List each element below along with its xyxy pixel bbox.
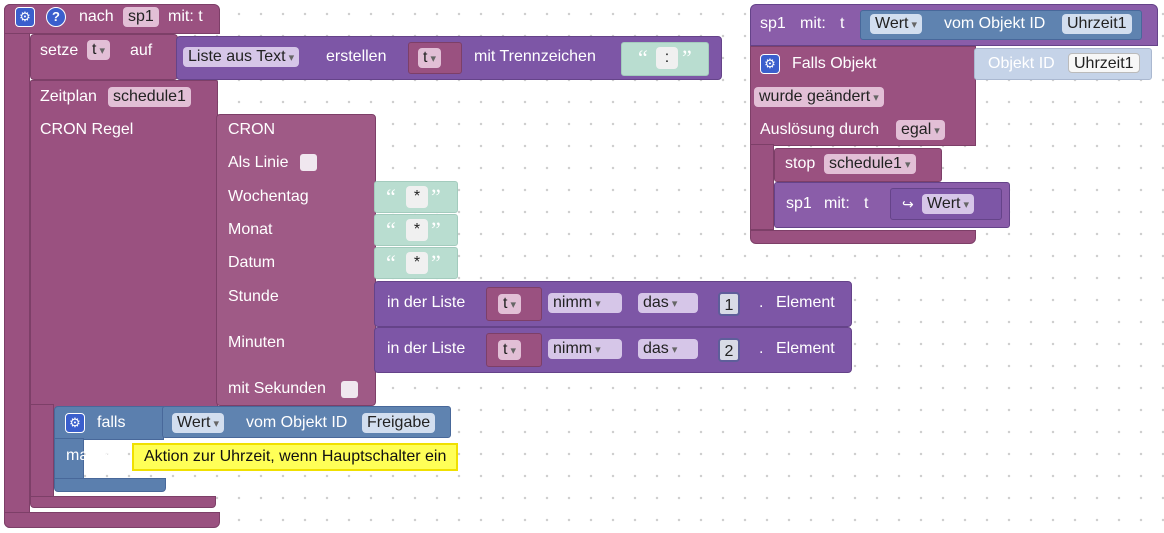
object-id-field[interactable]: Uhrzeit1 (1068, 53, 1140, 73)
t-variable-dropdown[interactable]: t (498, 294, 522, 314)
close-quote-icon: ” (431, 217, 441, 242)
t-variable-dropdown[interactable]: t (418, 48, 442, 68)
procedure-header[interactable] (4, 4, 220, 34)
do-label: mache (66, 447, 115, 464)
procedure-bottom-cap (4, 512, 220, 528)
if-block-bottom (54, 478, 166, 492)
help-icon[interactable]: ? (46, 7, 66, 27)
element-label: Element (776, 340, 835, 357)
the-dropdown[interactable]: das (638, 293, 698, 313)
take-dropdown[interactable]: nimm (548, 293, 622, 313)
month-label: Monat (228, 221, 273, 238)
dot-label: . (759, 340, 764, 357)
schedule-block[interactable] (30, 80, 218, 410)
procedure-prefix: nach (79, 8, 114, 25)
trigger-by-dropdown[interactable]: egal (896, 120, 945, 140)
object-id-label: Objekt ID (988, 55, 1055, 72)
call-name: sp1 (786, 195, 812, 212)
call-with: mit: (824, 195, 850, 212)
with-seconds-label: mit Sekunden (228, 380, 326, 397)
list-from-text-dropdown[interactable]: Liste aus Text (183, 47, 300, 67)
set-label: setze (40, 42, 79, 59)
close-quote-icon: ” (431, 250, 441, 275)
set-to-label: auf (130, 42, 153, 59)
object-id-label: vom Objekt ID (944, 15, 1046, 32)
create-label: erstellen (326, 48, 387, 65)
month-value[interactable]: * (406, 219, 428, 241)
open-quote-icon: “ (386, 250, 396, 275)
procedure-frame (4, 4, 30, 528)
close-quote-icon: ” (431, 184, 441, 209)
as-line-label: Als Linie (228, 154, 289, 171)
value-dropdown[interactable]: Wert (922, 194, 975, 214)
call-with: mit: (800, 15, 826, 32)
call-name: sp1 (760, 15, 786, 32)
changed-dropdown[interactable]: wurde geändert (754, 87, 884, 107)
element-label: Element (776, 294, 835, 311)
gear-icon[interactable]: ⚙ (65, 413, 85, 433)
schedule-name-field[interactable]: schedule1 (108, 87, 191, 107)
delimiter-value[interactable]: : (656, 47, 678, 69)
schedule-bottom (30, 496, 216, 508)
in-list-label: in der Liste (387, 294, 466, 311)
open-quote-icon: “ (638, 45, 648, 70)
date-value[interactable]: * (406, 252, 428, 274)
cron-title: CRON (228, 121, 276, 138)
open-quote-icon: “ (386, 217, 396, 242)
weekday-label: Wochentag (228, 188, 309, 205)
index-field[interactable]: 2 (718, 338, 740, 362)
the-dropdown[interactable]: das (638, 339, 698, 359)
index-field[interactable]: 1 (718, 292, 740, 316)
procedure-params: mit: t (168, 8, 203, 25)
call-param: t (864, 195, 869, 212)
object-id-label: vom Objekt ID (246, 414, 348, 431)
date-label: Datum (228, 254, 276, 271)
gear-icon[interactable]: ⚙ (15, 7, 35, 27)
procedure-name-field[interactable]: sp1 (123, 7, 159, 27)
trigger-label: Falls Objekt (792, 55, 877, 72)
return-arrow-icon: ↪ (902, 196, 914, 212)
if-label: falls (97, 414, 126, 431)
gear-icon[interactable]: ⚙ (760, 54, 780, 74)
value-dropdown[interactable]: Wert (172, 413, 225, 433)
trigger-by-label: Auslösung durch (760, 121, 880, 138)
schedule-label: Zeitplan (40, 88, 97, 105)
cron-block[interactable] (216, 114, 376, 406)
trigger-bottom (750, 230, 976, 244)
weekday-value[interactable]: * (406, 186, 428, 208)
comment-block[interactable]: Aktion zur Uhrzeit, wenn Hauptschalter e… (132, 443, 459, 471)
object-id-field[interactable]: Freigabe (362, 413, 436, 433)
call-param: t (840, 15, 845, 32)
set-variable-dropdown[interactable]: t (87, 40, 111, 60)
delimiter-label: mit Trennzeichen (474, 48, 596, 65)
minutes-label: Minuten (228, 334, 285, 351)
open-quote-icon: “ (386, 184, 396, 209)
schedule-dropdown[interactable]: schedule1 (824, 154, 916, 174)
cron-rule-label: CRON Regel (40, 121, 134, 138)
object-id-field[interactable]: Uhrzeit1 (1062, 14, 1132, 34)
with-seconds-checkbox[interactable] (341, 381, 358, 398)
schedule-inner-spine (30, 404, 54, 504)
take-dropdown[interactable]: nimm (548, 339, 622, 359)
value-dropdown[interactable]: Wert (870, 14, 923, 34)
dot-label: . (759, 294, 764, 311)
hour-label: Stunde (228, 288, 279, 305)
trigger-spine (750, 144, 774, 230)
close-quote-icon: ” (682, 45, 692, 70)
as-line-checkbox[interactable] (300, 154, 317, 171)
t-variable-dropdown[interactable]: t (498, 340, 522, 360)
in-list-label: in der Liste (387, 340, 466, 357)
stop-label: stop (785, 155, 816, 172)
